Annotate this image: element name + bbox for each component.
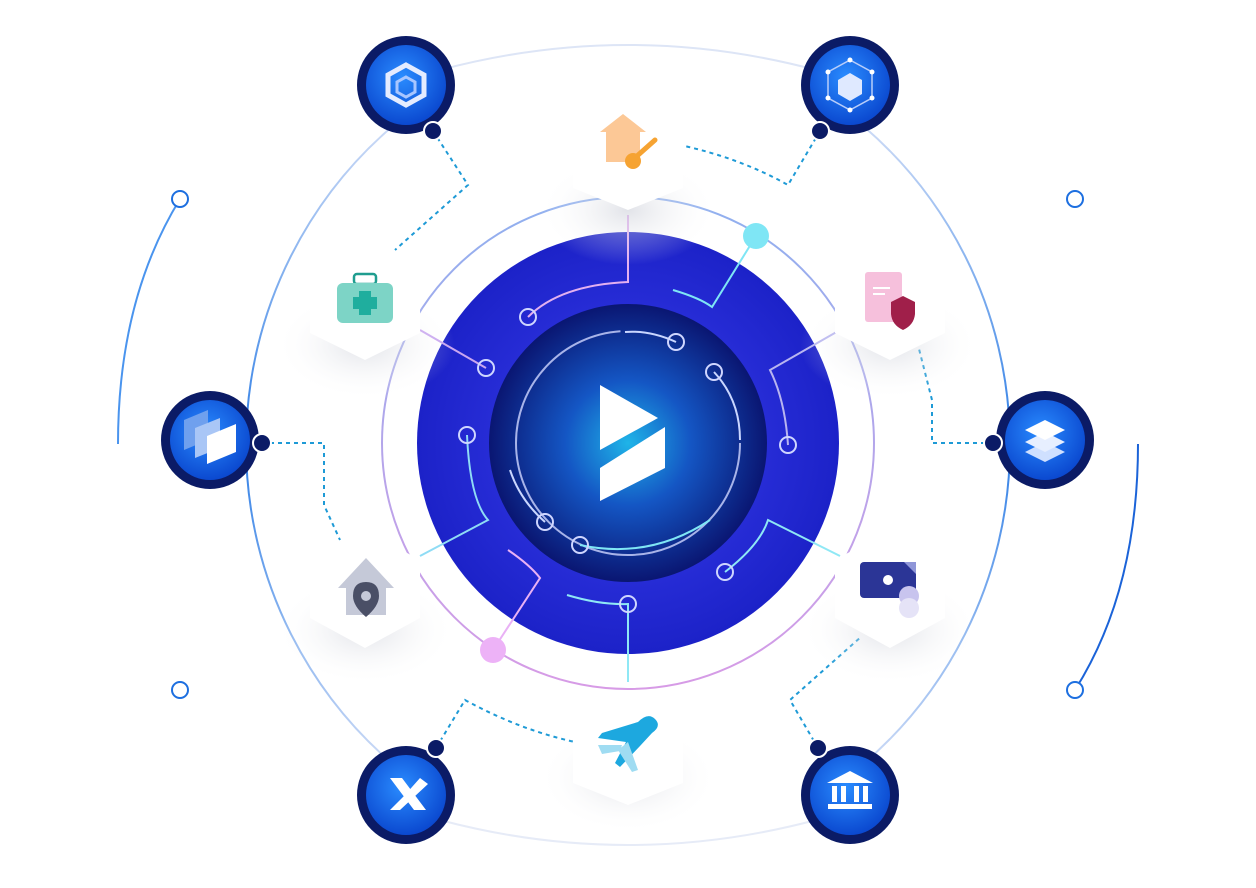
circuit-trace	[579, 519, 711, 551]
connector-right	[917, 344, 993, 444]
pink-signal-dot	[480, 637, 506, 663]
circuit-node	[458, 426, 476, 444]
industry-travel[interactable]	[538, 695, 718, 833]
endpoint-dot	[1066, 190, 1084, 208]
circuit-trace	[419, 434, 490, 557]
far-left-arc	[117, 198, 181, 445]
endpoint-dot	[171, 190, 189, 208]
circuit-node	[705, 363, 723, 381]
connector-top-left	[394, 130, 470, 251]
hexagon-cube-icon	[385, 62, 427, 108]
house-location-icon	[338, 558, 394, 617]
center-core-disc	[489, 304, 767, 582]
industry-healthcare[interactable]	[275, 245, 455, 400]
circuit-node	[519, 308, 537, 326]
circuit-trace	[672, 235, 757, 309]
connector-dot	[808, 738, 828, 758]
circuit-nodes	[458, 308, 797, 613]
industry-real-estate[interactable]	[538, 100, 718, 265]
circuit-trace	[509, 469, 546, 523]
circuit-node	[716, 563, 734, 581]
endpoint-dot	[171, 681, 189, 699]
far-right-arc	[1074, 443, 1139, 691]
circuit-node	[779, 436, 797, 454]
circuit-trace	[624, 330, 677, 343]
connector-bottom-right	[788, 635, 863, 749]
cyan-signal-dot	[743, 223, 769, 249]
medical-kit-icon	[337, 272, 393, 323]
play-logo-icon	[600, 385, 665, 501]
circuit-trace	[492, 549, 542, 651]
endpoint-dot	[1066, 681, 1084, 699]
card-icon	[860, 562, 919, 618]
circuit-node	[667, 333, 685, 351]
x-logo-icon	[390, 778, 428, 810]
node-integration[interactable]	[357, 36, 455, 141]
connector-dot	[252, 433, 272, 453]
connector-left	[262, 442, 341, 541]
outer-nodes	[161, 36, 1094, 844]
bottom-orbit-arc	[439, 819, 817, 846]
layers-icon	[1025, 420, 1065, 462]
connector-dot	[983, 433, 1003, 453]
node-crossover[interactable]	[357, 738, 455, 844]
connector-dot	[426, 738, 446, 758]
connector-top-right	[679, 130, 821, 187]
node-documents[interactable]	[161, 391, 272, 489]
node-blockchain[interactable]	[801, 36, 899, 141]
stacked-cards-icon	[184, 410, 236, 464]
center-hub	[417, 215, 841, 682]
circuit-node	[477, 359, 495, 377]
orbit-endpoints	[171, 190, 1084, 699]
network-cube-icon	[825, 57, 875, 113]
circuit-node	[619, 595, 637, 613]
airplane-icon	[598, 716, 658, 772]
circuit-node	[536, 513, 554, 531]
industry-location[interactable]	[275, 530, 455, 685]
document-shield-icon	[865, 272, 915, 330]
connector-dot	[423, 121, 443, 141]
bank-icon	[827, 771, 873, 809]
industry-payments[interactable]	[800, 530, 980, 685]
circuit-trace	[527, 215, 629, 318]
node-layers[interactable]	[983, 391, 1094, 489]
top-orbit-arc	[439, 44, 817, 71]
circuit-trace	[768, 329, 841, 446]
connector-dot	[810, 121, 830, 141]
circuit-trace	[724, 518, 841, 573]
industry-hexagons	[275, 100, 980, 833]
core-inner-arc	[515, 330, 741, 556]
industry-insurance[interactable]	[800, 245, 980, 400]
connector-bottom-left	[435, 698, 576, 749]
circuit-trace	[566, 594, 629, 682]
dotted-connectors	[262, 130, 993, 749]
house-key-icon	[600, 114, 658, 169]
circuit-node	[571, 536, 589, 554]
node-banking[interactable]	[801, 738, 899, 844]
